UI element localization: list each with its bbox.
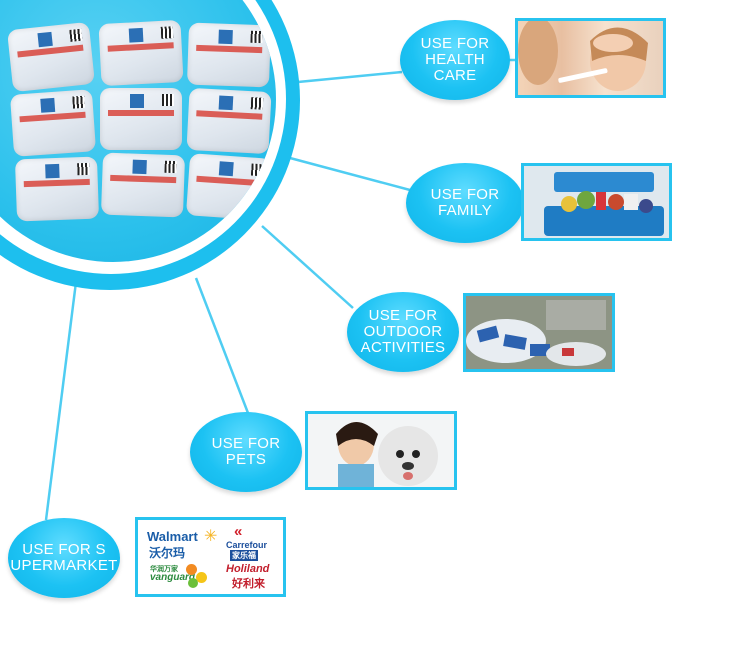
- ice-pack: [98, 19, 184, 87]
- supermarket-logos: Walmart ✳ 沃尔玛 « Carrefour 家乐福 华润万家 vangu…: [135, 517, 286, 597]
- holiland-cn-logo: 好利来: [232, 578, 265, 590]
- bubble-supermarket-line-1: USE FOR S: [22, 541, 106, 558]
- bubble-pets: USE FOR PETS: [190, 412, 302, 492]
- cooler-illustration: [524, 166, 669, 238]
- bubble-pets-line-2: PETS: [225, 451, 267, 468]
- bubble-outdoor-line-2: OUTDOOR: [363, 323, 443, 340]
- bubble-supermarket: USE FOR S UPERMARKET: [8, 518, 120, 598]
- walmart-spark-icon: ✳: [204, 528, 218, 545]
- bubble-health-care: USE FOR HEALTH CARE: [400, 20, 510, 100]
- ice-pack: [100, 88, 182, 150]
- bubble-supermarket-line-2: UPERMARKET: [10, 557, 118, 574]
- holiland-logo: Holiland: [226, 563, 270, 575]
- photo-pets: [305, 411, 457, 490]
- bubble-family-line-2: FAMILY: [437, 202, 493, 219]
- bubble-outdoor-line-1: USE FOR: [368, 307, 438, 324]
- vanguard-fruit-icon: [186, 564, 208, 590]
- walmart-cn-logo: 沃尔玛: [149, 546, 186, 560]
- carrefour-icon: «: [234, 523, 243, 540]
- bubble-outdoor-activities: USE FOR OUTDOOR ACTIVITIES: [347, 292, 459, 372]
- connector-pets: [194, 277, 250, 414]
- photo-family: [521, 163, 672, 241]
- bubble-family-line-1: USE FOR: [430, 186, 500, 203]
- bubble-health-line-3: CARE: [433, 67, 477, 84]
- carrefour-cn-logo: 家乐福: [230, 550, 258, 561]
- ice-pack: [186, 22, 272, 88]
- carrefour-logo: Carrefour: [226, 540, 268, 550]
- vanguard-logo: vanguard: [150, 572, 196, 583]
- bubble-family: USE FOR FAMILY: [406, 163, 524, 243]
- health-illustration: [518, 21, 648, 91]
- ice-pack: [6, 21, 96, 93]
- connector-family: [289, 156, 411, 192]
- ice-pack: [14, 156, 100, 222]
- photo-outdoor-activities: [463, 293, 615, 372]
- ice-pack: [9, 89, 97, 157]
- connector-health: [297, 70, 403, 84]
- bubble-health-line-1: USE FOR: [420, 35, 490, 52]
- bubble-pets-line-1: USE FOR: [211, 435, 281, 452]
- bubble-health-line-2: HEALTH: [425, 51, 485, 68]
- ice-pack: [100, 152, 186, 218]
- bubble-outdoor-line-3: ACTIVITIES: [360, 339, 446, 356]
- pets-illustration: [308, 414, 454, 487]
- outdoor-illustration: [466, 296, 612, 369]
- ice-pack: [185, 153, 273, 221]
- connector-supermarket: [44, 281, 78, 521]
- connector-outdoor: [261, 225, 354, 309]
- vanguard-cn-logo: 华润万家: [150, 566, 178, 573]
- photo-health-care: [515, 18, 666, 98]
- walmart-logo: Walmart: [147, 529, 198, 544]
- ice-pack: [186, 87, 272, 155]
